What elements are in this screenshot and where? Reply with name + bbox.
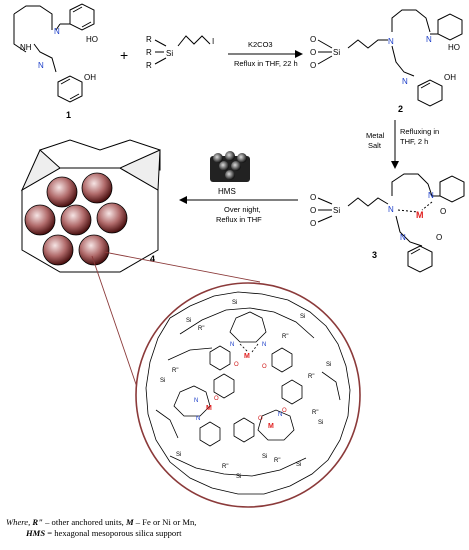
atom-n-3b: N (428, 191, 434, 200)
atom-i: I (212, 37, 214, 46)
r-double-prime-labels: R" R" R" R" R" R" R" (172, 326, 318, 470)
compound-3-label: 3 (372, 250, 377, 260)
atom-n-1b: N (38, 61, 44, 70)
atom-o-3c: O (310, 219, 316, 228)
atom-o-complex-3a: O (258, 416, 263, 422)
si-label-3: Si (300, 314, 305, 320)
caption-where: Where, (6, 517, 33, 527)
atom-si-3: Si (333, 206, 340, 215)
atom-oh-2: OH (444, 73, 456, 82)
hms-pore-spheres (24, 172, 128, 266)
reagent-k2co3: K2CO3 (248, 40, 273, 49)
atom-r-1: R (146, 35, 152, 44)
atom-ho-1: HO (86, 35, 98, 44)
atom-n-2b: N (426, 35, 432, 44)
atom-o-3d: O (440, 207, 446, 216)
reagent-metal: Metal (366, 131, 385, 140)
si-label-6: Si (296, 462, 301, 468)
atom-n-1a: N (54, 27, 60, 36)
caption-m-symbol: M (125, 517, 134, 527)
atom-m-complex-2: M (206, 405, 212, 412)
caption-r-desc: – other anchored units, (42, 517, 126, 527)
si-label-5: Si (318, 420, 323, 426)
caption-hms-symbol: HMS (26, 528, 46, 538)
rpp-label-4: R" (172, 368, 178, 374)
atom-o-3b: O (310, 206, 316, 215)
atom-nh: NH (20, 43, 32, 52)
si-label-8: Si (176, 452, 181, 458)
atom-n-complex-2b: N (196, 416, 200, 422)
hms-rod-bundle (210, 151, 250, 182)
compound-1-label: 1 (66, 110, 71, 120)
atom-o-complex-3b: O (282, 408, 287, 414)
atom-m-complex-3: M (268, 423, 274, 430)
si-label-4: Si (326, 362, 331, 368)
atom-n-2c: N (402, 77, 408, 86)
atom-o-complex-1a: O (234, 362, 239, 368)
zoom-line-right (103, 251, 261, 283)
atom-n-complex-3a: N (278, 412, 282, 418)
conditions-step2-a: Refluxing in (400, 127, 439, 136)
atom-o-complex-1b: O (262, 364, 267, 370)
compound-4-label: 4 (150, 254, 155, 264)
atom-ho-2: HO (448, 43, 460, 52)
compound-1 (13, 3, 95, 103)
atom-n-3c: N (400, 233, 406, 242)
atom-r-3: R (146, 61, 152, 70)
atom-n-3a: N (388, 205, 394, 214)
plus-sign: + (120, 47, 128, 63)
zoom-line-left (91, 255, 141, 397)
rpp-label-3: R" (308, 374, 314, 380)
rpp-label-1: R" (198, 326, 204, 332)
si-label-9: Si (160, 378, 165, 384)
caption-hms-desc: = hexagonal mesoporous silica support (45, 528, 182, 538)
atom-n-complex-2a: N (194, 398, 198, 404)
si-label-2: Si (232, 300, 237, 306)
atom-si-2: Si (333, 48, 340, 57)
conditions-step2-b: THF, 2 h (400, 137, 428, 146)
atom-o-3a: O (310, 193, 316, 202)
compound-2-label: 2 (398, 104, 403, 114)
compound-3 (317, 173, 465, 273)
silane-reagent (154, 35, 211, 65)
atom-m-3: M (416, 210, 424, 220)
conditions-step3-a: Over night, (224, 205, 261, 214)
si-label-7: Si (236, 474, 241, 480)
caption-r-symbol: R" (32, 517, 43, 527)
caption-line-1: Where, R" – other anchored units, M – Fe… (6, 517, 466, 527)
atom-oh-1: OH (84, 73, 96, 82)
conditions-step3-b: Reflux in THF (216, 215, 262, 224)
caption-m-desc: – Fe or Ni or Mn, (133, 517, 197, 527)
atom-r-2: R (146, 48, 152, 57)
magnified-pore: M N N O O M N O N M N O O Si Si Si Si (135, 282, 361, 508)
atom-o-3e: O (436, 233, 442, 242)
atom-n-2a: N (388, 37, 394, 46)
conditions-step1: Reflux in THF, 22 h (234, 59, 298, 68)
reagent-salt: Salt (368, 141, 382, 150)
atom-n-complex-1a: N (230, 342, 234, 348)
si-label-1: Si (186, 318, 191, 324)
rpp-label-5: R" (312, 410, 318, 416)
silica-labels: Si Si Si Si Si Si Si Si Si Si (160, 300, 331, 480)
atom-si-reagent: Si (166, 49, 173, 58)
rpp-label-6: R" (222, 464, 228, 470)
atom-o-2a: O (310, 35, 316, 44)
si-label-10: Si (262, 454, 267, 460)
rpp-label-7: R" (274, 458, 280, 464)
reagent-hms: HMS (218, 187, 236, 196)
atom-m-complex-1: M (244, 353, 250, 360)
atom-o-2b: O (310, 48, 316, 57)
caption-line-2: HMS = hexagonal mesoporous silica suppor… (26, 528, 469, 538)
atom-o-2c: O (310, 61, 316, 70)
compound-2 (317, 9, 463, 107)
rpp-label-2: R" (282, 334, 288, 340)
atom-o-complex-2a: O (214, 396, 219, 402)
atom-n-complex-1b: N (262, 342, 266, 348)
